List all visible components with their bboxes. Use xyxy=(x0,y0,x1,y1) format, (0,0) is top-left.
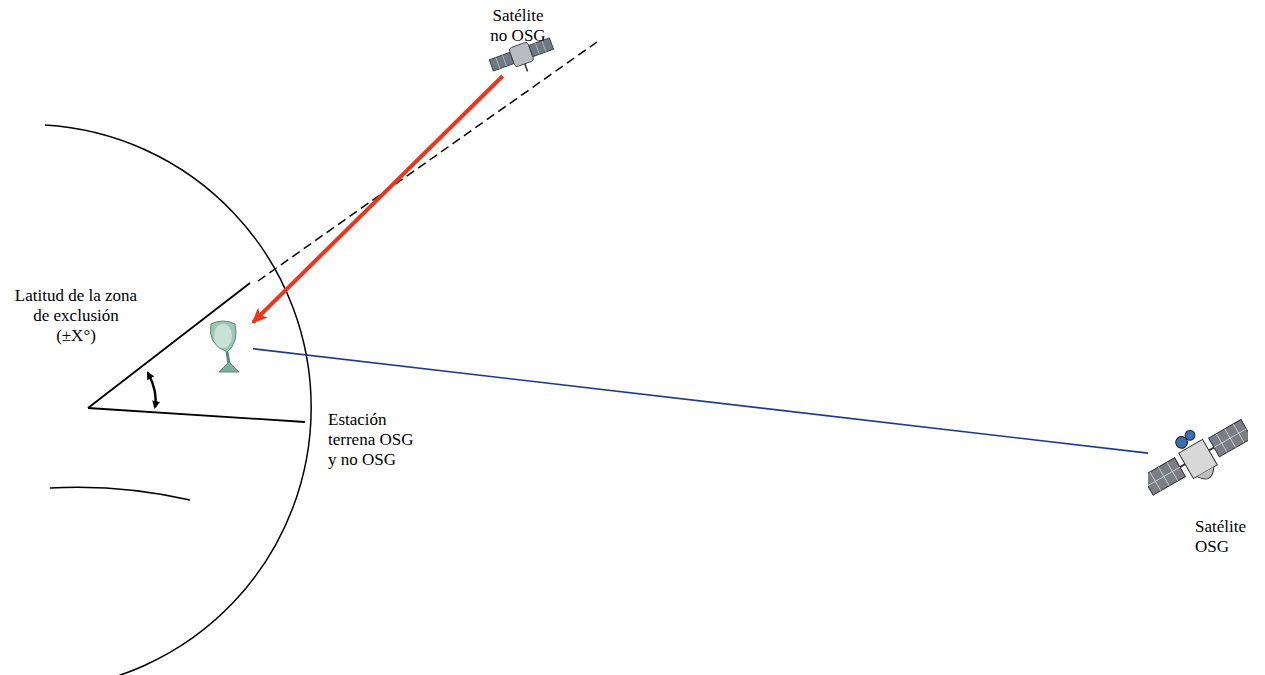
earth-station-dish xyxy=(205,318,253,374)
exclusion-latitude-label: Latitud de la zona de exclusión (±X°) xyxy=(12,286,140,346)
icon-node: Estación terrena OSG y no OSG xyxy=(205,318,253,374)
node-label: Satélite OSG xyxy=(1195,517,1257,557)
node-label: Satélite no OSG xyxy=(482,6,554,46)
node-label: Estación terrena OSG y no OSG xyxy=(328,410,424,470)
tangent-line xyxy=(258,42,597,281)
gso-satellite-icon xyxy=(1148,405,1248,513)
earth-inner-arc xyxy=(50,487,190,500)
latitude-arrow xyxy=(148,373,156,407)
interference-arrow xyxy=(253,76,503,322)
earth-outline xyxy=(45,125,311,675)
icon-node: Satélite no OSG xyxy=(488,36,558,76)
icon-node: Satélite OSG xyxy=(1148,405,1248,513)
equator-radius xyxy=(88,408,305,422)
